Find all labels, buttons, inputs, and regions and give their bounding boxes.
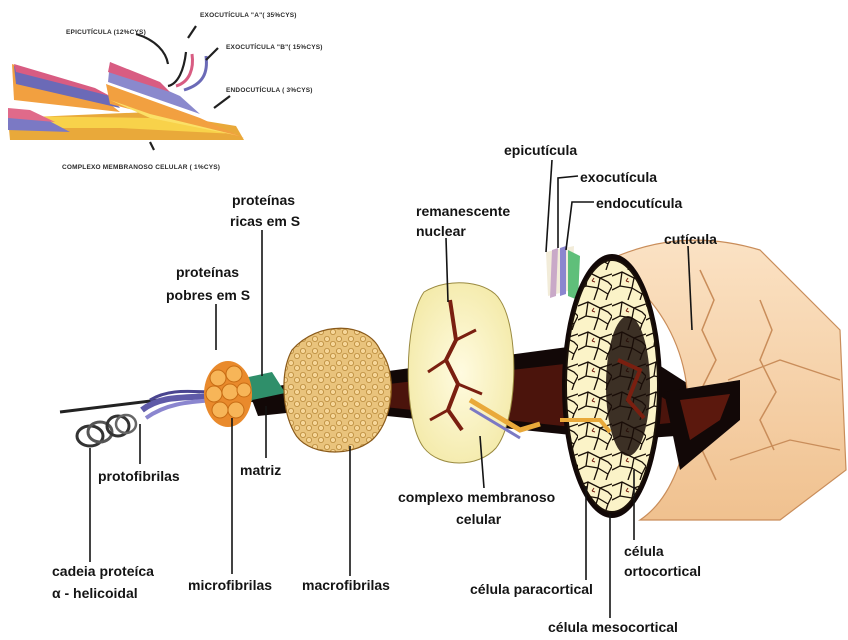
label-nuclear: nuclear xyxy=(416,223,466,239)
microfibril-bundle xyxy=(204,361,252,427)
label-proteinas-pobres-2: pobres em S xyxy=(166,287,250,303)
label-protofibrilas: protofibrilas xyxy=(98,468,180,484)
label-epicuticula: epicutícula xyxy=(504,142,577,158)
inset-label-exocuticula-b: EXOCUTÍCULA "B"( 15%CYS) xyxy=(226,42,323,51)
label-celula-orto-2: ortocortical xyxy=(624,563,701,579)
protofibril-strands xyxy=(142,391,214,418)
alpha-helix-coils xyxy=(77,415,136,446)
inset-label-exocuticula-a: EXOCUTÍCULA "A"( 35%CYS) xyxy=(200,10,297,19)
label-celula-paracortical: célula paracortical xyxy=(470,581,593,597)
label-complexo-2: celular xyxy=(456,511,502,527)
macrofibril-bundle xyxy=(284,328,391,452)
inset-label-complexo: COMPLEXO MEMBRANOSO CELULAR ( 1%CYS) xyxy=(62,164,220,171)
label-endocuticula: endocutícula xyxy=(596,195,683,211)
label-proteinas-ricas-2: ricas em S xyxy=(230,213,300,229)
label-exocuticula: exocutícula xyxy=(580,169,657,185)
label-cuticula: cutícula xyxy=(664,231,717,247)
label-complexo-1: complexo membranoso xyxy=(398,489,555,505)
label-macrofibrilas: macrofibrilas xyxy=(302,577,390,593)
label-celula-mesocortical: célula mesocortical xyxy=(548,619,678,635)
label-cadeia-1: cadeia proteíca xyxy=(52,563,154,579)
label-cadeia-2: α - helicoidal xyxy=(52,585,138,601)
inset-label-endocuticula: ENDOCUTÍCULA ( 3%CYS) xyxy=(226,85,313,94)
cortex-cross-section xyxy=(546,240,846,520)
inset-label-epicuticula: EPICUTÍCULA (12%CYS) xyxy=(66,27,146,36)
cuticle-layers-inset: EPICUTÍCULA (12%CYS) EXOCUTÍCULA "A"( 35… xyxy=(8,10,323,171)
label-microfibrilas: microfibrilas xyxy=(188,577,272,593)
label-celula-orto-1: célula xyxy=(624,543,664,559)
label-proteinas-ricas-1: proteínas xyxy=(232,192,295,208)
label-proteinas-pobres-1: proteínas xyxy=(176,264,239,280)
label-remanescente: remanescente xyxy=(416,203,510,219)
label-matriz: matriz xyxy=(240,462,281,478)
